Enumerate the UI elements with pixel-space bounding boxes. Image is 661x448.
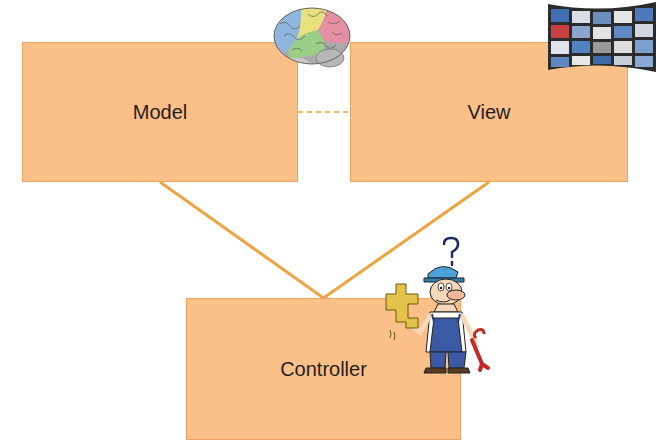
connector-line — [160, 182, 324, 298]
box-label: Model — [133, 101, 187, 124]
dashed-connector — [298, 111, 350, 112]
model-box: Model — [22, 42, 298, 182]
controller-box: Controller — [186, 298, 461, 440]
box-label: View — [468, 101, 511, 124]
box-label: Controller — [280, 358, 367, 381]
view-box: View — [350, 42, 628, 182]
connector-line — [324, 182, 490, 298]
